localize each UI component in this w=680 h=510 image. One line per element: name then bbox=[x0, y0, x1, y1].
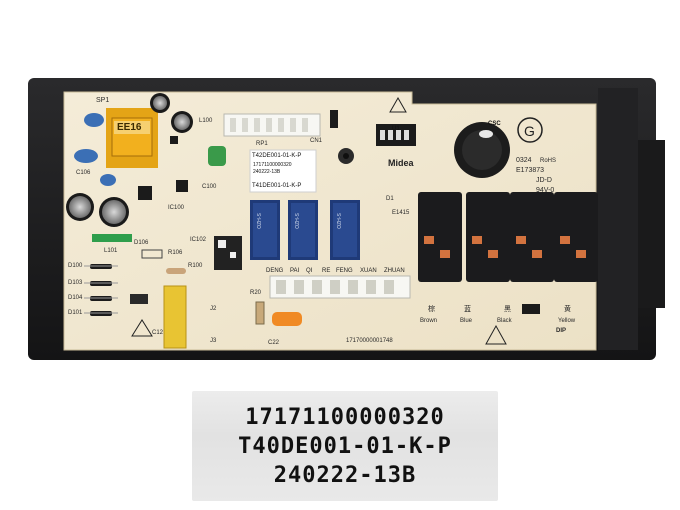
label-r106: R106 bbox=[168, 250, 183, 256]
relay-label-cn-blue: 蓝 bbox=[464, 306, 471, 313]
label-l101: L101 bbox=[104, 248, 118, 254]
label-ic102: IC102 bbox=[190, 237, 207, 243]
diodes-column bbox=[84, 264, 118, 316]
board-label-small-1: 17171100000320 bbox=[253, 162, 292, 168]
warning-triangle-3 bbox=[389, 96, 407, 113]
capacitor-blue-1 bbox=[84, 113, 104, 127]
sticker-line-3: 240222-13B bbox=[273, 463, 417, 488]
warning-triangle-2 bbox=[485, 324, 507, 345]
label-c106: C106 bbox=[76, 170, 91, 176]
connector-label-re: RE bbox=[322, 268, 331, 274]
electrolytic-capacitor-1 bbox=[150, 93, 170, 113]
relay-label-cn-yellow: 黄 bbox=[564, 306, 571, 313]
relay-blue-1 bbox=[250, 200, 280, 260]
label-cn1: CN1 bbox=[310, 138, 323, 144]
connector-label-qi: QI bbox=[306, 268, 313, 274]
relay-brand-3: OZH-S bbox=[336, 213, 343, 229]
e-number: E173873 bbox=[516, 167, 545, 174]
brand-midea: Midea bbox=[388, 158, 414, 168]
electrolytic-capacitor-4 bbox=[99, 197, 129, 227]
board-label bbox=[249, 149, 317, 193]
ic-chip-2 bbox=[176, 180, 188, 192]
relay-label-cn-black: 黑 bbox=[504, 306, 511, 313]
connector-label-feng: FENG bbox=[336, 268, 353, 274]
label-r100: R100 bbox=[188, 263, 203, 269]
warning-triangle-1 bbox=[131, 319, 153, 337]
product-sticker: 17171100000320 T40DE001-01-K-P 240222-13… bbox=[192, 391, 498, 501]
sticker-line-1: 17171100000320 bbox=[245, 405, 445, 430]
board-label-model-2: T41DE001-01-K-P bbox=[252, 183, 302, 189]
connector-label-deng: DENG bbox=[266, 268, 284, 274]
label-r20: R20 bbox=[250, 290, 262, 296]
relay-blue-2 bbox=[288, 200, 318, 260]
relay-label-en-yellow: Yellow bbox=[558, 318, 576, 324]
capacitor-blue-3 bbox=[100, 174, 116, 186]
inductor-green bbox=[208, 146, 226, 166]
label-c100: C100 bbox=[202, 184, 217, 190]
ic-chip-1 bbox=[138, 186, 152, 200]
label-e1415: E1415 bbox=[392, 210, 410, 216]
csc-mark: CSC bbox=[488, 121, 501, 127]
relay-brand-1: OZH-S bbox=[256, 213, 263, 229]
label-ic100: IC100 bbox=[168, 205, 185, 211]
relay-label-en-brown: Brown bbox=[420, 318, 438, 324]
ic-chip-3 bbox=[170, 136, 178, 144]
label-d106: D106 bbox=[134, 240, 149, 246]
code-0324: 0324 bbox=[516, 157, 532, 164]
label-j3: J3 bbox=[210, 338, 217, 344]
relay-label-en-black: Black bbox=[497, 318, 512, 324]
power-relay-2 bbox=[466, 192, 510, 282]
resistor-striped bbox=[166, 268, 186, 274]
cap-orange bbox=[272, 312, 302, 326]
jd-mark: JD-D bbox=[536, 177, 552, 184]
electrolytic-capacitor-2 bbox=[171, 111, 193, 133]
capacitor-blue-2 bbox=[74, 149, 98, 163]
board-label-model-1: T42DE001-01-K-P bbox=[252, 153, 302, 159]
connector-label-xuan: XUAN bbox=[360, 268, 377, 274]
transformer-ee16 bbox=[106, 108, 158, 168]
label-j2: J2 bbox=[210, 306, 217, 312]
power-relay-1 bbox=[418, 192, 462, 282]
relay-label-cn-brown: 棕 bbox=[428, 306, 435, 313]
pcb-photo bbox=[28, 78, 665, 360]
dip-mark: DIP bbox=[556, 328, 567, 334]
label-sp1: SP1 bbox=[96, 97, 110, 104]
sticker-line-2: T40DE001-01-K-P bbox=[238, 434, 452, 459]
g-mark: G bbox=[524, 123, 535, 139]
relay-brand-2: OZH-S bbox=[294, 213, 301, 229]
label-d103: D103 bbox=[68, 280, 83, 286]
buzzer bbox=[454, 122, 510, 178]
rohs-mark: RoHS bbox=[540, 158, 557, 164]
part-number: 17170000001748 bbox=[346, 338, 393, 344]
label-c22: C22 bbox=[268, 340, 280, 346]
label-l100: L100 bbox=[199, 118, 213, 124]
label-d101: D101 bbox=[68, 310, 83, 316]
label-d100: D100 bbox=[68, 263, 83, 269]
label-rp1: RP1 bbox=[256, 141, 268, 147]
label-u1: U1 bbox=[392, 126, 400, 132]
power-relay-4 bbox=[554, 192, 598, 282]
connector-label-zhuan: ZHUAN bbox=[384, 268, 405, 274]
relay-label-en-blue: Blue bbox=[460, 318, 473, 324]
electrolytic-capacitor-3 bbox=[66, 193, 94, 221]
label-ee16: EE16 bbox=[117, 122, 142, 133]
power-relay-3 bbox=[510, 192, 554, 282]
capacitor-x-yellow bbox=[163, 285, 187, 349]
v0-mark: 94V-0 bbox=[536, 187, 555, 194]
label-d104: D104 bbox=[68, 295, 83, 301]
board-label-small-2: 240222-13B bbox=[253, 169, 281, 175]
relay-blue-3 bbox=[330, 200, 360, 260]
label-c12: C12 bbox=[152, 330, 164, 336]
label-d1: D1 bbox=[386, 196, 394, 202]
connector-label-pai: PAI bbox=[290, 268, 300, 274]
